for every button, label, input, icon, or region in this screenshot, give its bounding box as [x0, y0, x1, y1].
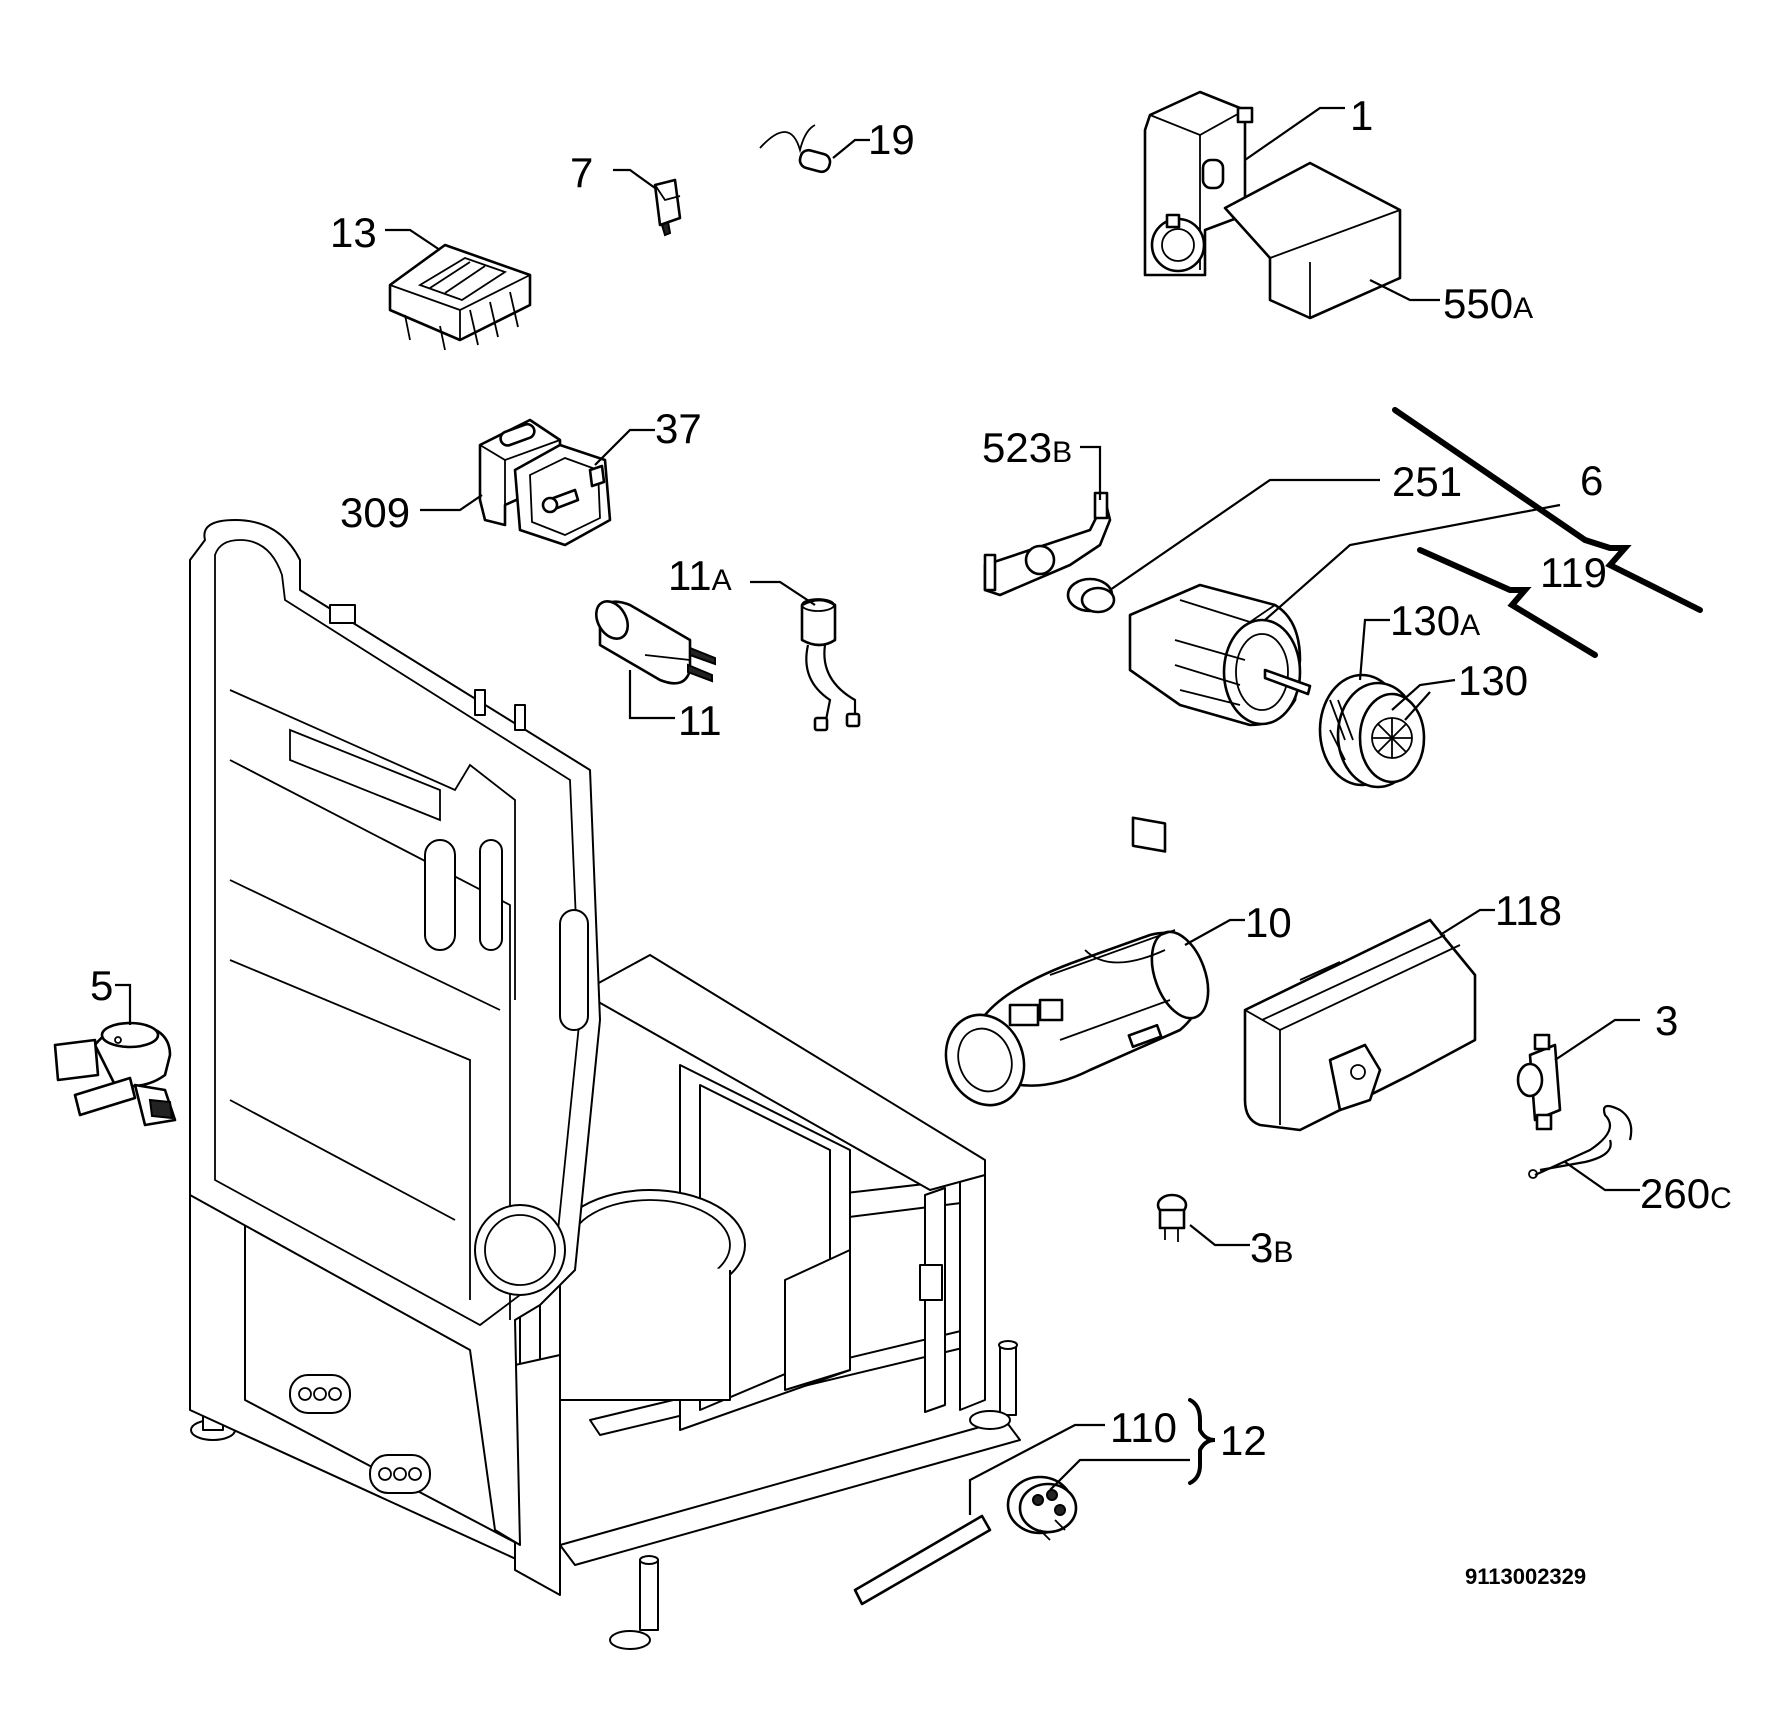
- label-11a: 11A: [668, 552, 732, 599]
- label-19: 19: [868, 116, 915, 163]
- label-119: 119: [1540, 549, 1607, 596]
- part-13-switch-block: 13: [330, 209, 532, 351]
- group-brace-119: 119: [1417, 547, 1607, 658]
- label-110: 110: [1110, 1404, 1177, 1451]
- label-6: 6: [1580, 457, 1603, 504]
- label-5: 5: [90, 962, 113, 1009]
- group-brace-6: 6: [1392, 407, 1703, 613]
- label-251: 251: [1392, 458, 1462, 505]
- diagram-reference-code: 9113002329: [1465, 1564, 1586, 1589]
- label-1: 1: [1350, 92, 1373, 139]
- part-12-pressure-switch: 110 12: [853, 1398, 1267, 1606]
- part-11-capacitor: 11: [594, 600, 722, 744]
- label-37: 37: [655, 405, 702, 452]
- part-118-dispenser: 118: [1243, 887, 1562, 1132]
- part-37-module: 37: [513, 405, 702, 547]
- label-11: 11: [678, 697, 722, 744]
- label-12: 12: [1220, 1417, 1267, 1464]
- part-130-impeller: 130A 130: [1318, 597, 1528, 789]
- part-11a-suppressor: 11A: [668, 552, 861, 732]
- label-523b: 523B: [982, 424, 1072, 471]
- part-5-inlet-valve: 5: [53, 962, 177, 1127]
- label-260c: 260C: [1640, 1170, 1732, 1217]
- label-13: 13: [330, 209, 377, 256]
- part-251-seal: 251: [1066, 458, 1462, 614]
- part-3b-thermostat: 3B: [1156, 1193, 1293, 1271]
- label-3: 3: [1655, 997, 1678, 1044]
- part-3-sensor: 3: [1516, 997, 1678, 1131]
- part-1-programmer: 1: [1143, 90, 1373, 277]
- label-7: 7: [570, 149, 593, 196]
- label-550a: 550A: [1443, 280, 1533, 327]
- label-118: 118: [1495, 887, 1562, 934]
- label-10: 10: [1245, 899, 1292, 946]
- label-130: 130: [1458, 657, 1528, 704]
- part-260c-clip: 260C: [1528, 1104, 1732, 1217]
- part-523b-bracket: 523B: [982, 424, 1112, 597]
- label-130a: 130A: [1390, 597, 1480, 644]
- label-3b: 3B: [1250, 1224, 1293, 1271]
- part-19-suppressor: 19: [759, 116, 915, 174]
- part-10-heater: 10: [944, 899, 1292, 1107]
- label-309: 309: [340, 489, 410, 536]
- part-6-motor: [1128, 503, 1561, 853]
- part-7-microswitch: 7: [570, 149, 682, 237]
- dishwasher-frame: [189, 519, 1021, 1650]
- part-550a-cover: 550A: [1223, 161, 1533, 327]
